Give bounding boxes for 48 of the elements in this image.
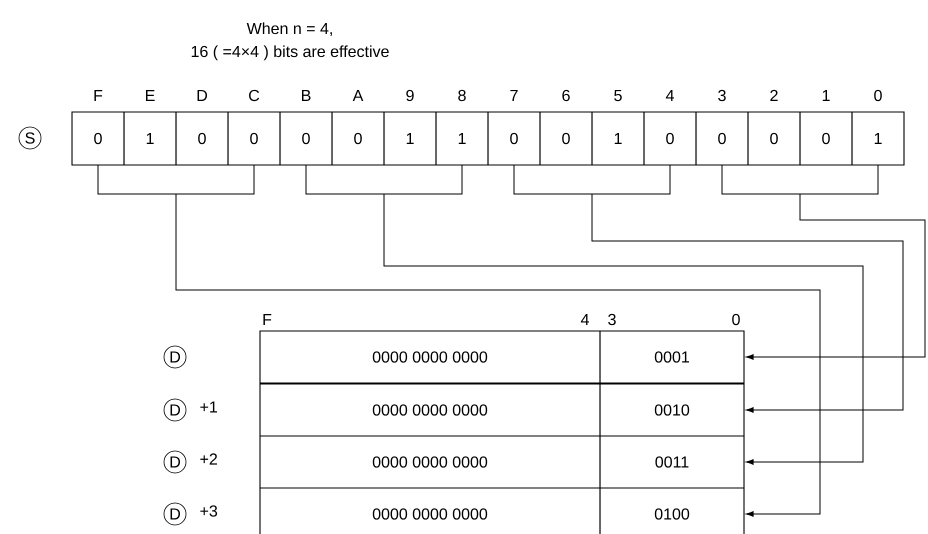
bit-number: E (146, 90, 155, 101)
bit-number: C (249, 90, 260, 102)
bit-cell: 0 (331, 111, 385, 166)
bit-cell: 0 (487, 111, 541, 166)
offset-label: +3 (200, 505, 218, 517)
offset-label: +2 (200, 453, 217, 465)
bit-cell: 0 (279, 111, 333, 166)
register-cell: 0100 (599, 487, 745, 534)
bit-number: 3 (608, 314, 616, 326)
bit-number: 2 (770, 90, 778, 101)
bit-cell: 0 (539, 111, 593, 166)
bit-number: A (352, 90, 364, 101)
register-cell: 0000 0000 0000 (259, 487, 601, 534)
bit-number: 1 (822, 90, 830, 101)
register-cell: 0000 0000 0000 (259, 383, 601, 437)
bit-number: 3 (718, 90, 726, 102)
bit-number: 4 (580, 314, 589, 325)
bit-number: B (302, 90, 310, 101)
bit-number: 4 (666, 90, 674, 101)
offset-label: +1 (200, 401, 217, 412)
bit-cell: 1 (591, 111, 645, 166)
bit-cell: 0 (747, 111, 801, 166)
bit-number: 6 (562, 90, 570, 102)
bit-number: 8 (458, 90, 466, 102)
note-text: When n = 4, (246, 22, 332, 36)
bit-cell: 1 (435, 111, 489, 166)
bit-cell: 0 (695, 111, 749, 166)
bit-cell: 0 (643, 111, 697, 166)
bit-cell: 0 (175, 111, 229, 166)
bit-number: 5 (614, 90, 622, 102)
register-cell: 0000 0000 0000 (259, 330, 601, 384)
arrow (592, 165, 904, 413)
register-cell: 0010 (599, 383, 745, 437)
bit-cell: 1 (851, 111, 905, 166)
note-text: 16 ( =4×4 ) bits are effective (192, 45, 389, 60)
bit-cell: 1 (123, 111, 177, 166)
bit-cell: 0 (227, 111, 281, 166)
bit-cell: 0 (71, 111, 125, 166)
bit-number: D (198, 90, 208, 101)
bit-number: 7 (510, 90, 518, 101)
register-cell: 0011 (599, 435, 745, 489)
bit-number: 9 (406, 90, 414, 102)
bit-cell: 1 (383, 111, 437, 166)
bit-number: 0 (874, 90, 882, 102)
register-cell: 0001 (599, 330, 745, 384)
bit-number: F (94, 90, 102, 101)
register-cell: 0000 0000 0000 (259, 435, 601, 489)
bit-cell: 0 (799, 111, 853, 166)
